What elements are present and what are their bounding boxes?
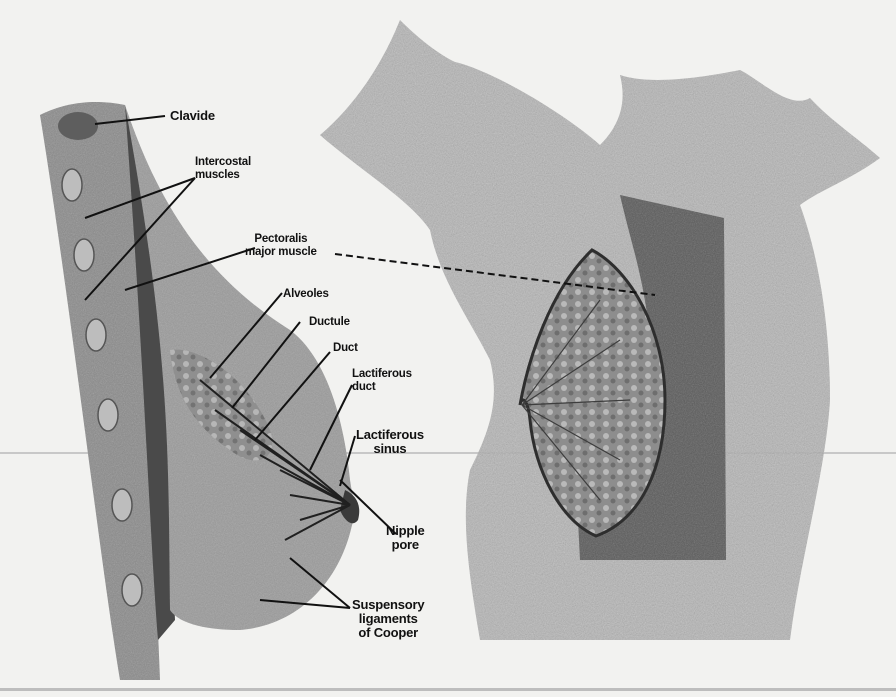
label-suspensory-line1: Suspensory: [352, 598, 424, 612]
label-lactiferous-duct-line2: duct: [352, 381, 412, 394]
label-pectoralis-line1: Pectoralis: [245, 233, 317, 246]
label-pectoralis-major: Pectoralis major muscle: [245, 233, 317, 259]
label-lactiferous-duct: Lactiferous duct: [352, 368, 412, 394]
label-suspensory-ligaments: Suspensory ligaments of Cooper: [352, 598, 424, 640]
label-clavicle: Clavide: [170, 109, 215, 123]
label-suspensory-line2: ligaments: [352, 612, 424, 626]
label-nipple-pore: Nipple pore: [386, 524, 425, 552]
label-lactiferous-sinus-line1: Lactiferous: [356, 428, 424, 442]
label-pectoralis-line2: major muscle: [245, 246, 317, 259]
label-alveoles: Alveoles: [283, 288, 329, 301]
label-lactiferous-sinus: Lactiferous sinus: [356, 428, 424, 456]
label-intercostal-muscles: Intercostal muscles: [195, 156, 251, 182]
label-nipple-line2: pore: [386, 538, 425, 552]
label-intercostal-line1: Intercostal: [195, 156, 251, 169]
label-duct: Duct: [333, 342, 358, 355]
label-lactiferous-duct-line1: Lactiferous: [352, 368, 412, 381]
label-lactiferous-sinus-line2: sinus: [356, 442, 424, 456]
label-nipple-line1: Nipple: [386, 524, 425, 538]
label-suspensory-line3: of Cooper: [352, 626, 424, 640]
label-intercostal-line2: muscles: [195, 169, 251, 182]
label-ductule: Ductule: [309, 316, 350, 329]
